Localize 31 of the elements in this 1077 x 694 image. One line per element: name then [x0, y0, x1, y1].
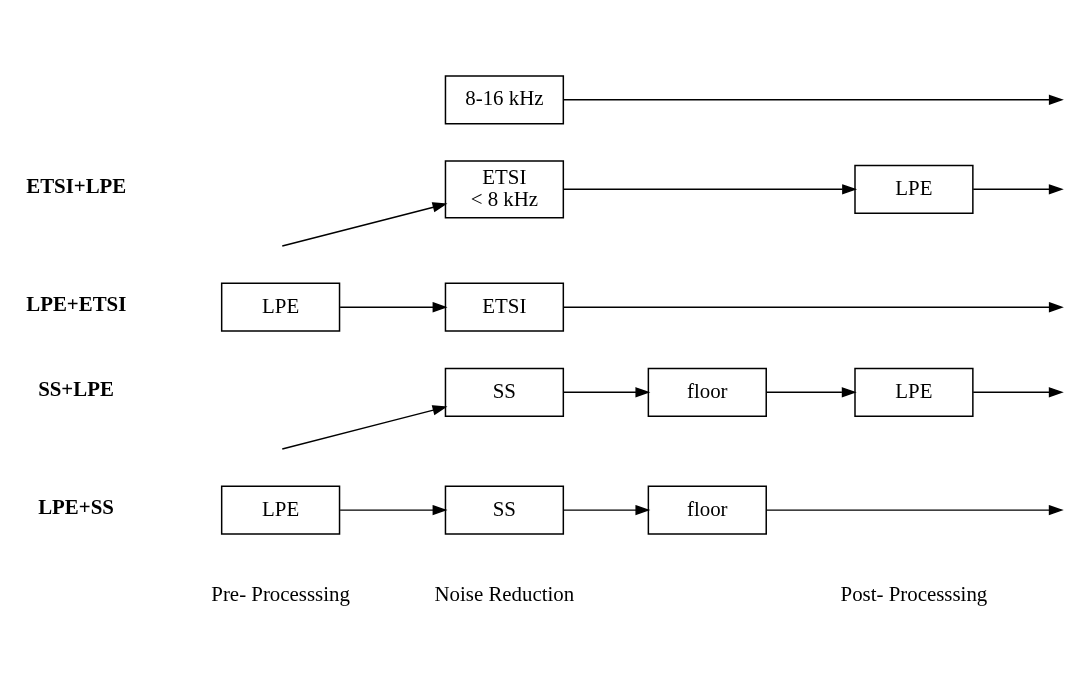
node-box: LPE	[854, 367, 974, 417]
arrow	[972, 386, 1064, 397]
arrow	[562, 386, 651, 397]
label: SS+LPE	[38, 376, 114, 401]
arrow	[281, 404, 448, 450]
arrow	[281, 201, 448, 247]
arrow	[765, 386, 857, 397]
node-box: floor	[647, 367, 767, 417]
arrow	[563, 94, 1064, 105]
node-box: 8-16 kHz	[444, 74, 565, 124]
arrow	[339, 301, 448, 312]
label: Noise Reduction	[434, 581, 575, 606]
arrow	[562, 183, 858, 195]
arrow	[972, 183, 1064, 195]
node-box: floor	[647, 485, 767, 535]
node-box: LPE	[854, 164, 974, 214]
node-box: LPE	[220, 282, 341, 332]
label: Pre- Processsing	[211, 581, 350, 606]
node-box: SS	[444, 485, 565, 535]
node-box: SS	[444, 367, 565, 417]
arrow	[765, 504, 1064, 515]
arrow	[563, 301, 1064, 312]
label: LPE+ETSI	[26, 291, 127, 316]
node-box: LPE	[220, 485, 341, 535]
label: LPE+SS	[38, 494, 114, 519]
label: Post- Processsing	[840, 581, 988, 606]
arrow	[339, 504, 448, 515]
arrow	[562, 504, 651, 515]
node-box: ETSI	[444, 282, 565, 332]
node-box: ETSI < 8 kHz	[444, 159, 565, 218]
label: ETSI+LPE	[26, 173, 127, 198]
